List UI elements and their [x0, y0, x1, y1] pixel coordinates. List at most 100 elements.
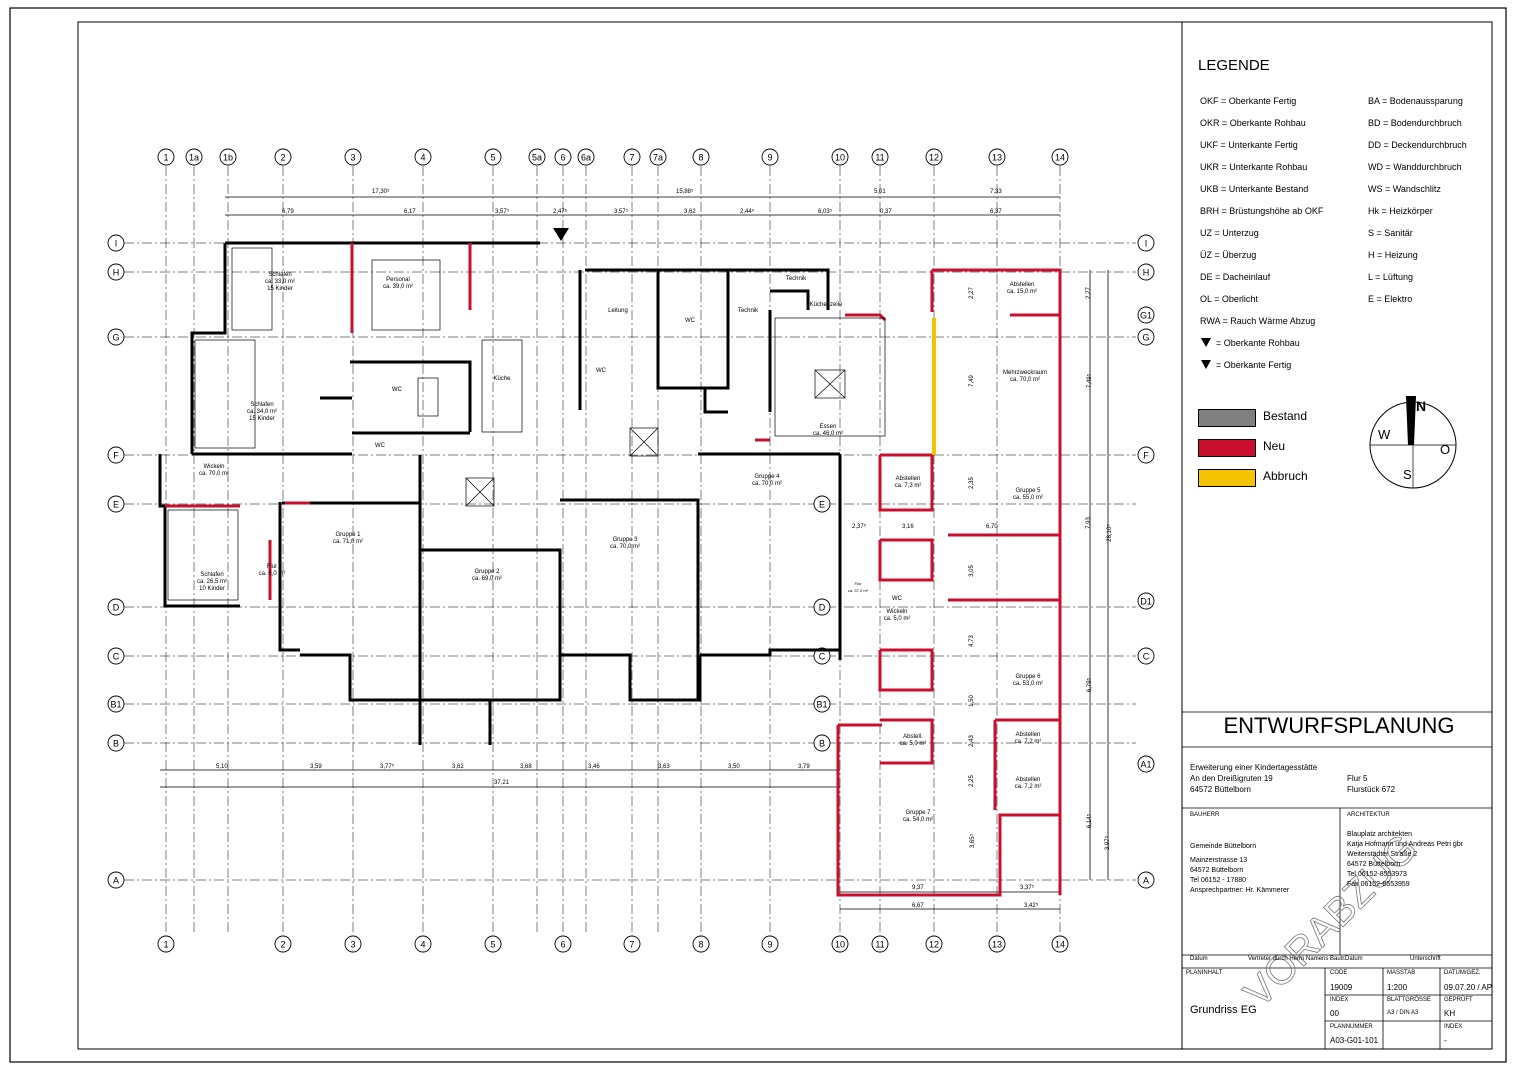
grid-bubble-bottom-11 — [871, 935, 889, 953]
room-label-line: WC — [596, 368, 606, 374]
grid-bubble-top-1b — [219, 148, 237, 166]
grid-bubble-bottom-8 — [692, 935, 710, 953]
architekt-line: Katja Hofmann und Andreas Petri gbr — [1347, 841, 1463, 848]
room-label-line: ca. 39,0 m² — [382, 284, 413, 290]
grid-bubble-bottom-2-label: 2 — [280, 940, 285, 950]
grid-bubble-top-10-label: 10 — [835, 153, 845, 163]
compass-o-label: O — [1440, 442, 1451, 457]
grid-bubble-top-12-label: 12 — [929, 153, 939, 163]
architekt-line: Tel 06152-8553973 — [1347, 871, 1407, 878]
grid-bubble-left-F-label: F — [113, 451, 119, 461]
dimension-label: 17,30⁵ — [372, 189, 390, 195]
bauherr-label: BAUHERR — [1190, 812, 1220, 818]
legend-marker-okr — [1201, 338, 1211, 347]
grid-bubble-top-2-label: 2 — [280, 153, 285, 163]
code-label: CODE — [1330, 970, 1348, 976]
dimension-label: 6,79 — [282, 209, 294, 215]
grid-bubble-bottom-6-label: 6 — [560, 940, 565, 950]
grid-bubble-right-G1 — [1137, 306, 1155, 324]
grid-bubble-top-13 — [988, 148, 1006, 166]
dimension-label: 2,47⁵ — [553, 209, 568, 215]
room-label: Technik — [718, 308, 778, 315]
blattgroesse: A3 / DIN A3 — [1387, 1010, 1419, 1016]
titleblock-lines — [1182, 711, 1492, 1049]
grid-bubble-inner-D-label: D — [819, 603, 826, 613]
legend-item: = Oberkante Rohbau — [1216, 338, 1300, 348]
room-label-line: ca. 5,0 m² — [883, 616, 911, 622]
gepr: KH — [1444, 1009, 1456, 1018]
room-label-line: 15 Kinder — [267, 286, 293, 292]
dimension-label: 5,01 — [874, 189, 886, 195]
room-label-line: WC — [892, 596, 902, 602]
dimension-label: 3,77⁵ — [380, 764, 395, 770]
grid-bubble-right-C — [1137, 647, 1155, 665]
grid-bubble-left-C — [107, 647, 125, 665]
grid-bubble-bottom-5-label: 5 — [490, 940, 495, 950]
grid-bubble-bottom-5 — [484, 935, 502, 953]
legend-item: BD = Bodendurchbruch — [1368, 118, 1462, 128]
room-label-line: Gruppe 4 — [754, 474, 780, 480]
room-label-line: Schlafen — [250, 402, 274, 408]
legend-item: E = Elektro — [1368, 294, 1413, 304]
code: 19009 — [1330, 983, 1353, 992]
grid-bubble-top-1-label: 1 — [163, 153, 168, 163]
room-label-line: ca. 7,2 m² — [1014, 784, 1042, 790]
room-label: Küche — [472, 376, 532, 383]
room-label-line: Schlafen — [200, 572, 224, 578]
bauherr-line: Gemeinde Büttelborn — [1190, 843, 1257, 850]
grid-bubble-top-8-label: 8 — [698, 153, 703, 163]
legend-item: BA = Bodenaussparung — [1368, 96, 1463, 106]
grid-bubble-top-4-label: 4 — [420, 153, 425, 163]
dimension-label: 7,33 — [990, 189, 1002, 195]
room-label-line: WC — [392, 387, 402, 393]
grid-bubble-top-14-label: 14 — [1055, 153, 1065, 163]
legend-item: L = Lüftung — [1368, 272, 1413, 282]
grid-bubble-left-I — [107, 234, 125, 252]
datum-label: DATUM/GEZ. — [1444, 970, 1481, 976]
grid-bubble-bottom-3-label: 3 — [350, 940, 355, 950]
compass-n-label: N — [1416, 398, 1427, 414]
datum: 09.07.20 / AP — [1444, 983, 1493, 992]
room-label-line: Technik — [785, 276, 807, 282]
grid-bubble-bottom-7-label: 7 — [629, 940, 634, 950]
existing-walls — [158, 241, 842, 745]
grid-bubble-bottom-13-label: 13 — [992, 940, 1002, 950]
grid-bubble-inner-B-label: B — [819, 739, 825, 749]
index2: - — [1444, 1036, 1447, 1045]
room-label-line: ca. 7,3 m² — [894, 483, 922, 489]
gepr-label: GEPRÜFT — [1444, 997, 1473, 1003]
planinhalt-label: PLANINHALT — [1186, 970, 1223, 976]
grid-bubble-left-C-label: C — [113, 652, 120, 662]
dimension-label: 6,03⁵ — [818, 209, 833, 215]
grid-bubble-top-9-label: 9 — [767, 153, 772, 163]
room-label-line: Gruppe 6 — [1015, 674, 1041, 680]
grid-bubble-right-G-label: G — [1142, 333, 1149, 343]
legend-item: RWA = Rauch Wärme Abzug — [1200, 316, 1316, 326]
dimension-label: 3,42⁵ — [1024, 903, 1039, 909]
room-label-line: ca. 55,0 m² — [1012, 495, 1043, 501]
grid-bubble-bottom-13 — [988, 935, 1006, 953]
grid-bubble-top-2 — [274, 148, 292, 166]
architekt-line: 64572 Büttelborn — [1347, 861, 1401, 868]
legend-item: BRH = Brüstungshöhe ab OKF — [1200, 206, 1324, 216]
grid-bubble-inner-B1 — [813, 695, 831, 713]
compass-rose — [1369, 396, 1457, 489]
room-label-line: ca. 6,0 m² — [258, 571, 286, 577]
grid-bubble-top-1 — [157, 148, 175, 166]
legend-swatch-label: Abbruch — [1263, 469, 1308, 483]
grid-bubble-left-H-label: H — [113, 268, 120, 278]
drawing-frame — [77, 21, 1493, 1050]
grid-bubble-inner-C — [813, 647, 831, 665]
dimension-label: 3,50 — [728, 764, 740, 770]
dimension-label: 7,49⁵ — [1087, 373, 1094, 389]
dimension-label: 2,44⁵ — [740, 209, 755, 215]
planinhalt: Grundriss EG — [1190, 1004, 1257, 1016]
grid-bubble-right-C-label: C — [1143, 652, 1150, 662]
signature-field-label: Unterschrift — [1410, 956, 1441, 962]
grid-bubble-right-F — [1137, 446, 1155, 464]
grid-bubble-bottom-9 — [761, 935, 779, 953]
